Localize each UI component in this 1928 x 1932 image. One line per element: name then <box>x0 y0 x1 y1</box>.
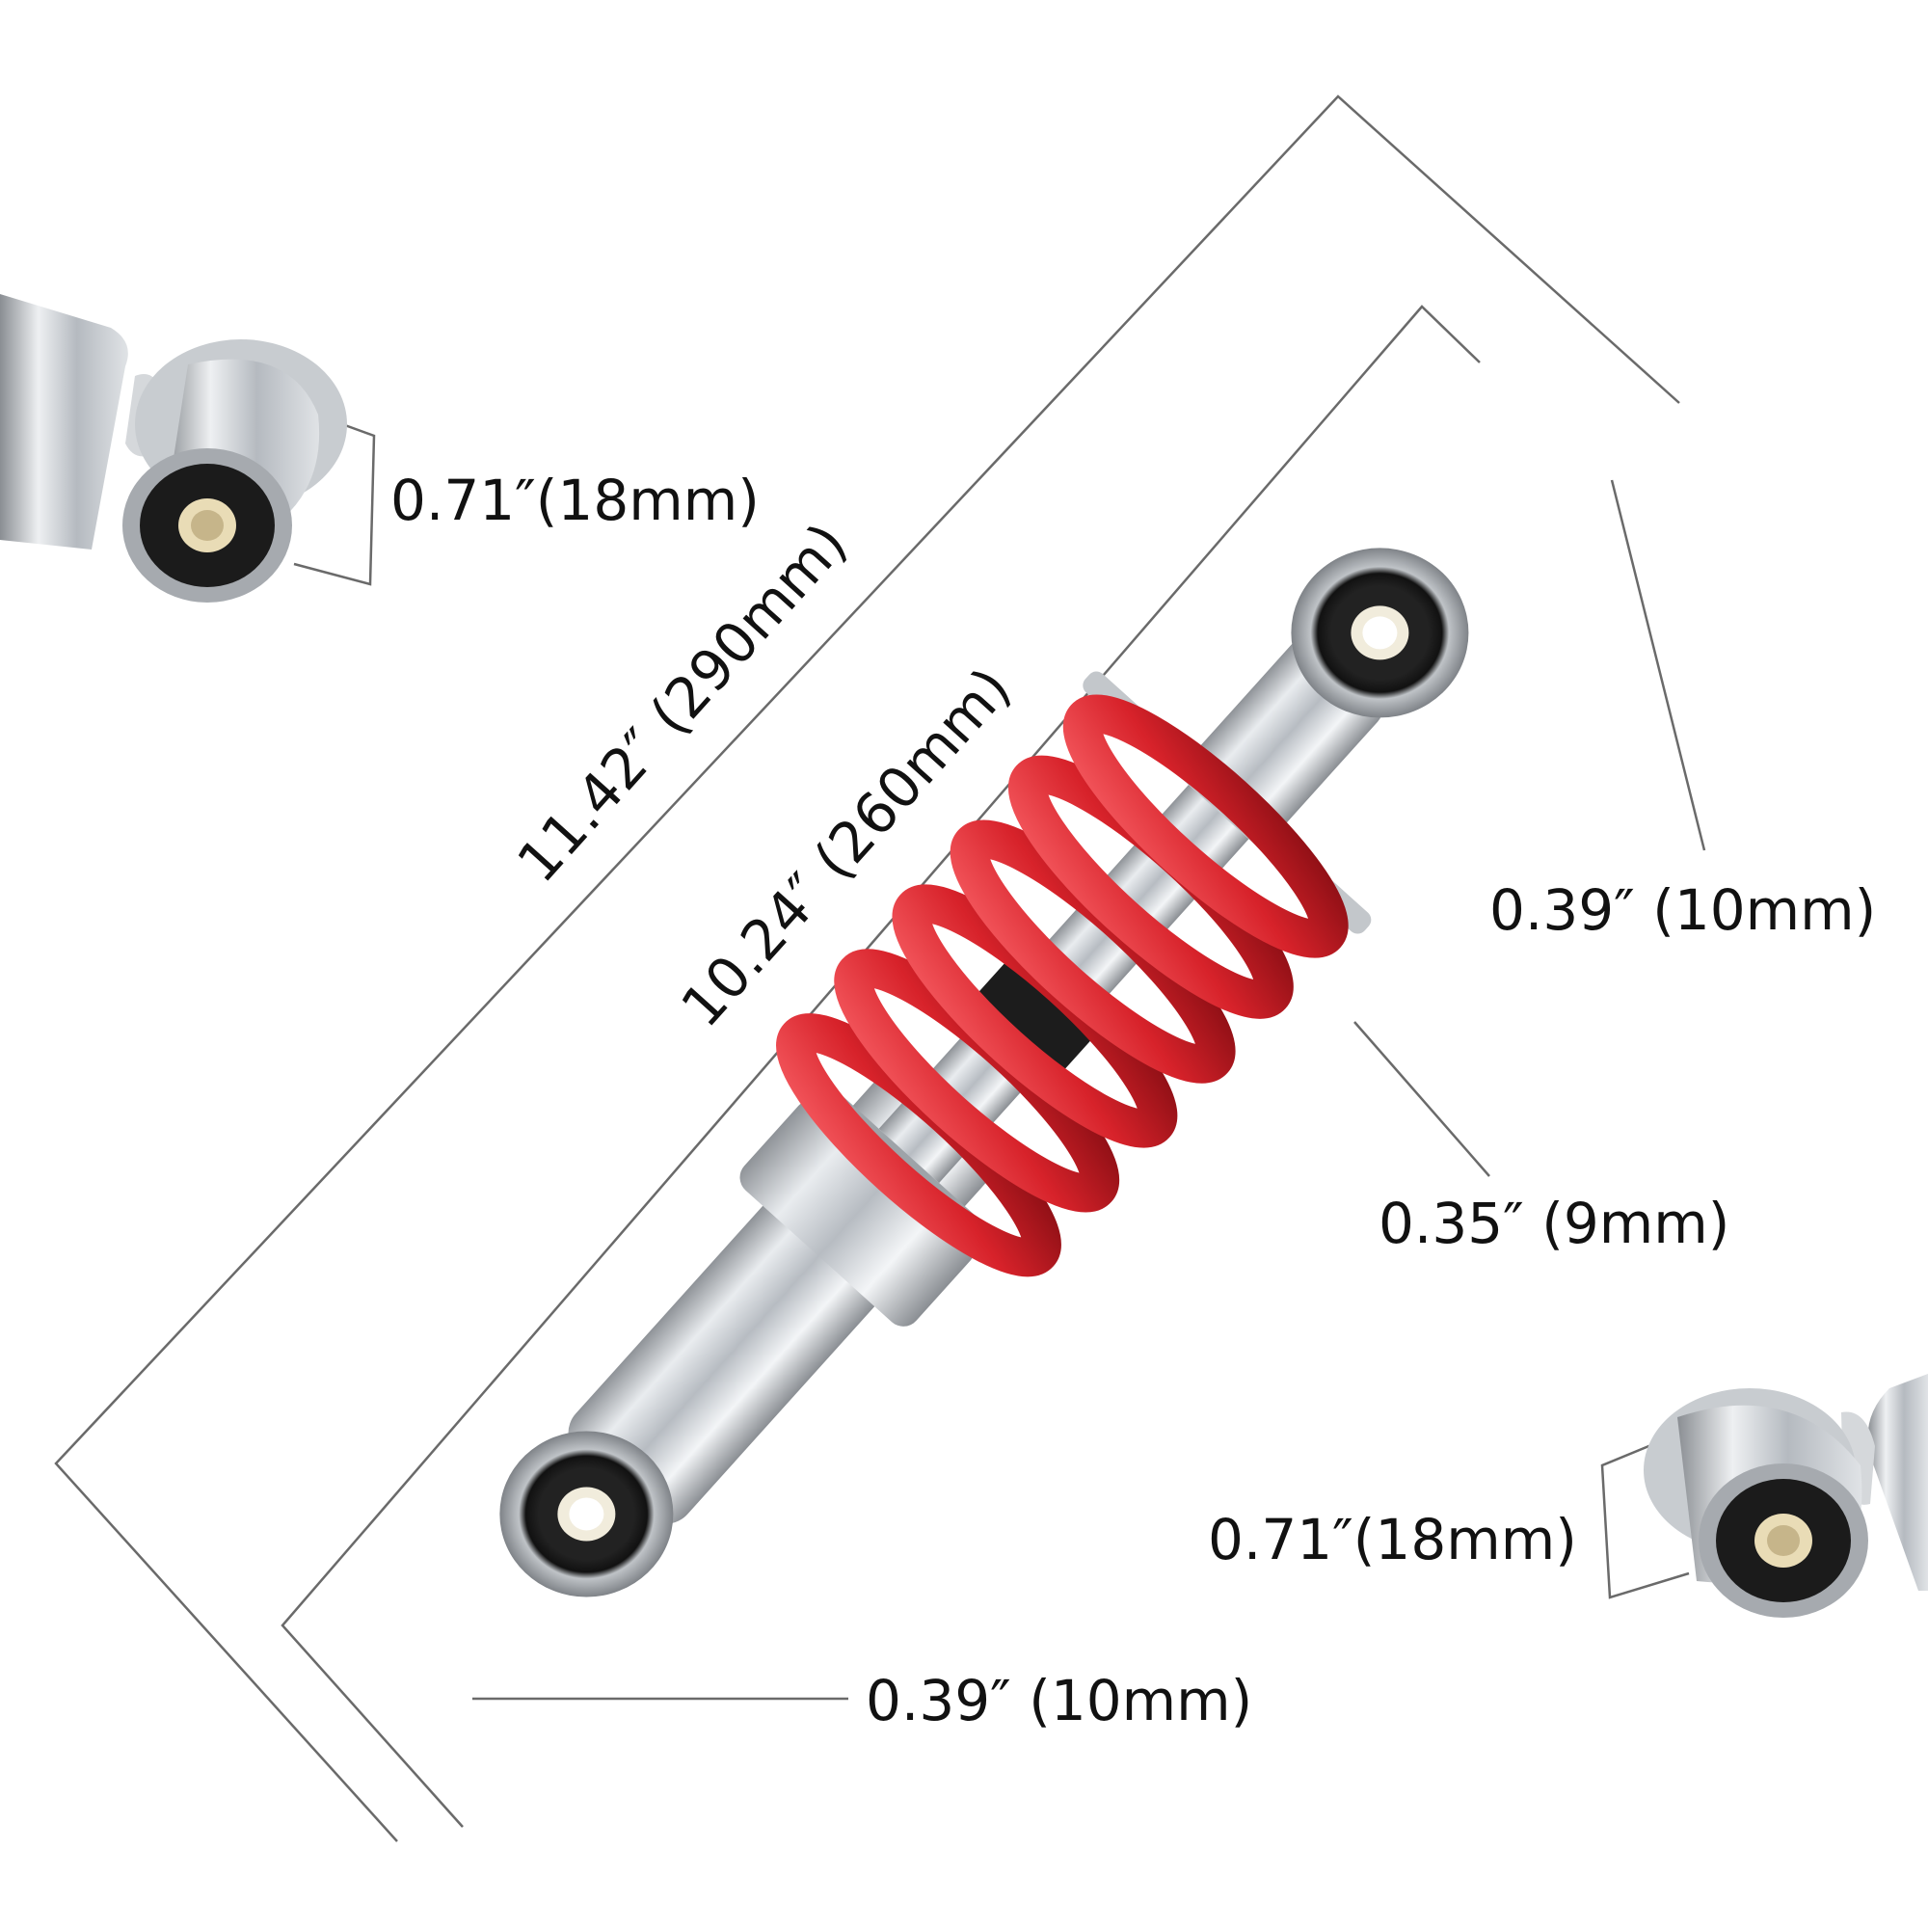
piston-rod <box>878 727 1300 1184</box>
shock-absorber <box>499 548 1469 1597</box>
upper-eye <box>1291 548 1469 718</box>
eye-width-bracket-bottom <box>1600 1432 1690 1599</box>
bore-top-leader <box>1610 479 1706 851</box>
eye-closeup-bottom-right <box>1644 1374 1928 1618</box>
lower-eye <box>499 1431 674 1597</box>
total-length-bracket <box>54 94 1680 1842</box>
eye-closeup-top-left <box>0 294 347 603</box>
spring <box>776 694 1349 1277</box>
eye-width-label-top: 0.71″(18mm) <box>390 468 760 533</box>
shock-collar <box>739 1099 976 1327</box>
bore-label-bottom: 0.39″ (10mm) <box>866 1668 1253 1733</box>
eye-width-label-bottom: 0.71″(18mm) <box>1208 1507 1577 1572</box>
wire-leader <box>1353 1021 1490 1177</box>
wire-diameter-label: 0.35″ (9mm) <box>1379 1191 1730 1256</box>
bore-label-top: 0.39″ (10mm) <box>1489 877 1877 943</box>
